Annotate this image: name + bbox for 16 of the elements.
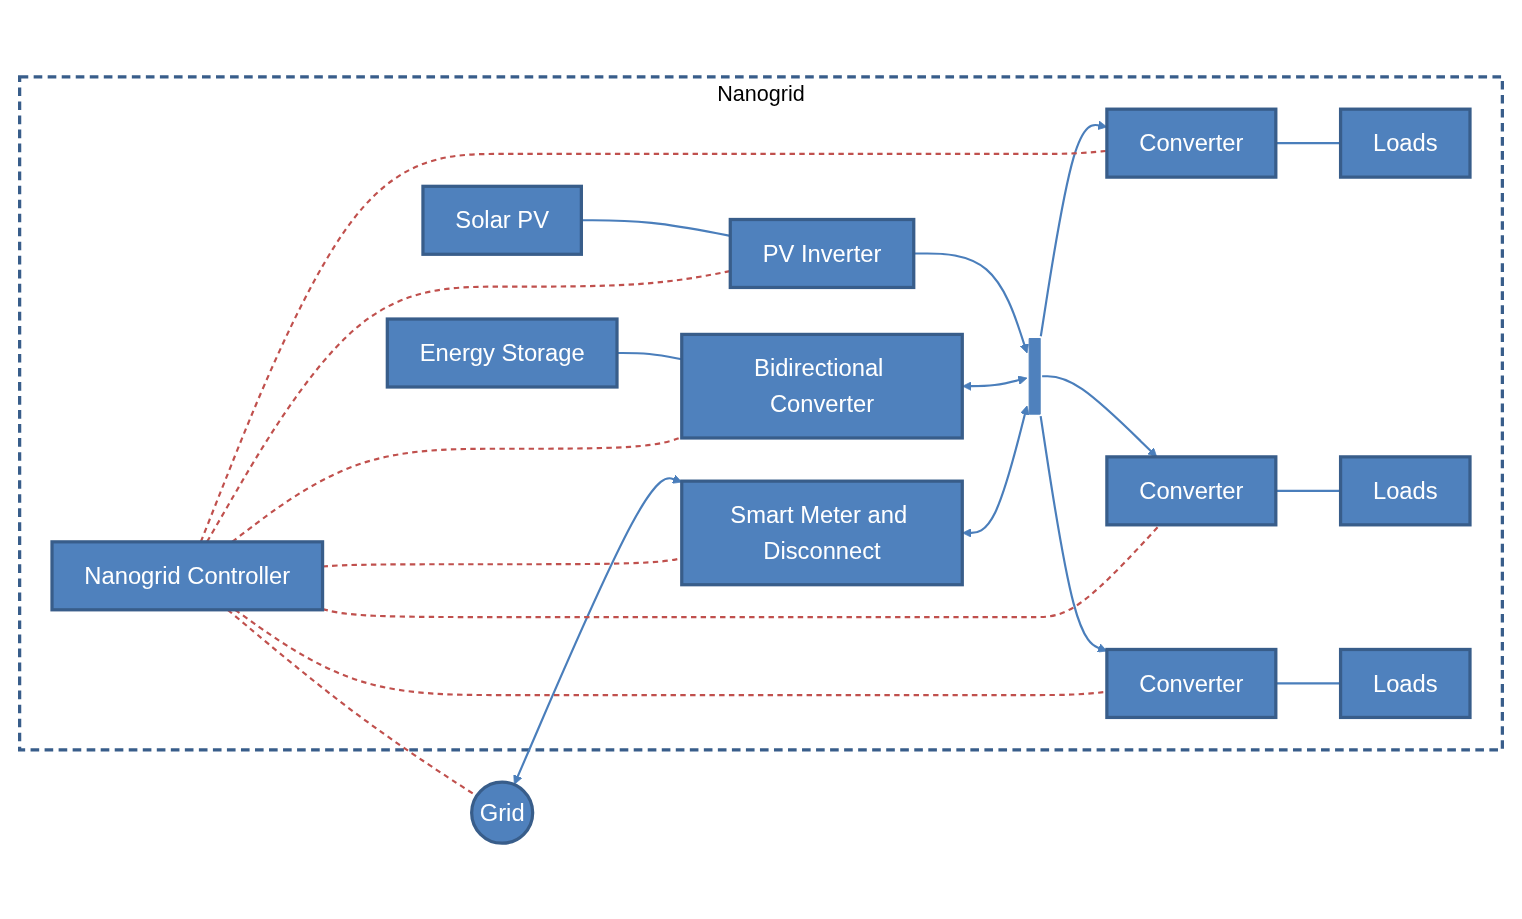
node-box: Converter: [1105, 647, 1278, 719]
node-box: PV Inverter: [728, 217, 916, 289]
arrow: [1039, 415, 1108, 652]
node-box: Energy Storage: [385, 316, 619, 389]
node-box: Converter: [1105, 454, 1278, 526]
node-box: Smart Meter and Disconnect: [680, 479, 964, 586]
arrow: [513, 474, 683, 785]
node-box: Solar PV: [421, 184, 583, 256]
node-box: Loads: [1338, 647, 1472, 719]
node-box: Loads: [1338, 454, 1472, 526]
node-box: Converter: [1105, 107, 1278, 179]
node-circle: Grid: [470, 780, 535, 845]
arrow: [1042, 374, 1158, 457]
node-box: Loads: [1338, 107, 1472, 179]
node-box: Bidirectional Converter: [680, 332, 964, 440]
node-box: Nanogrid Controller: [50, 539, 325, 611]
